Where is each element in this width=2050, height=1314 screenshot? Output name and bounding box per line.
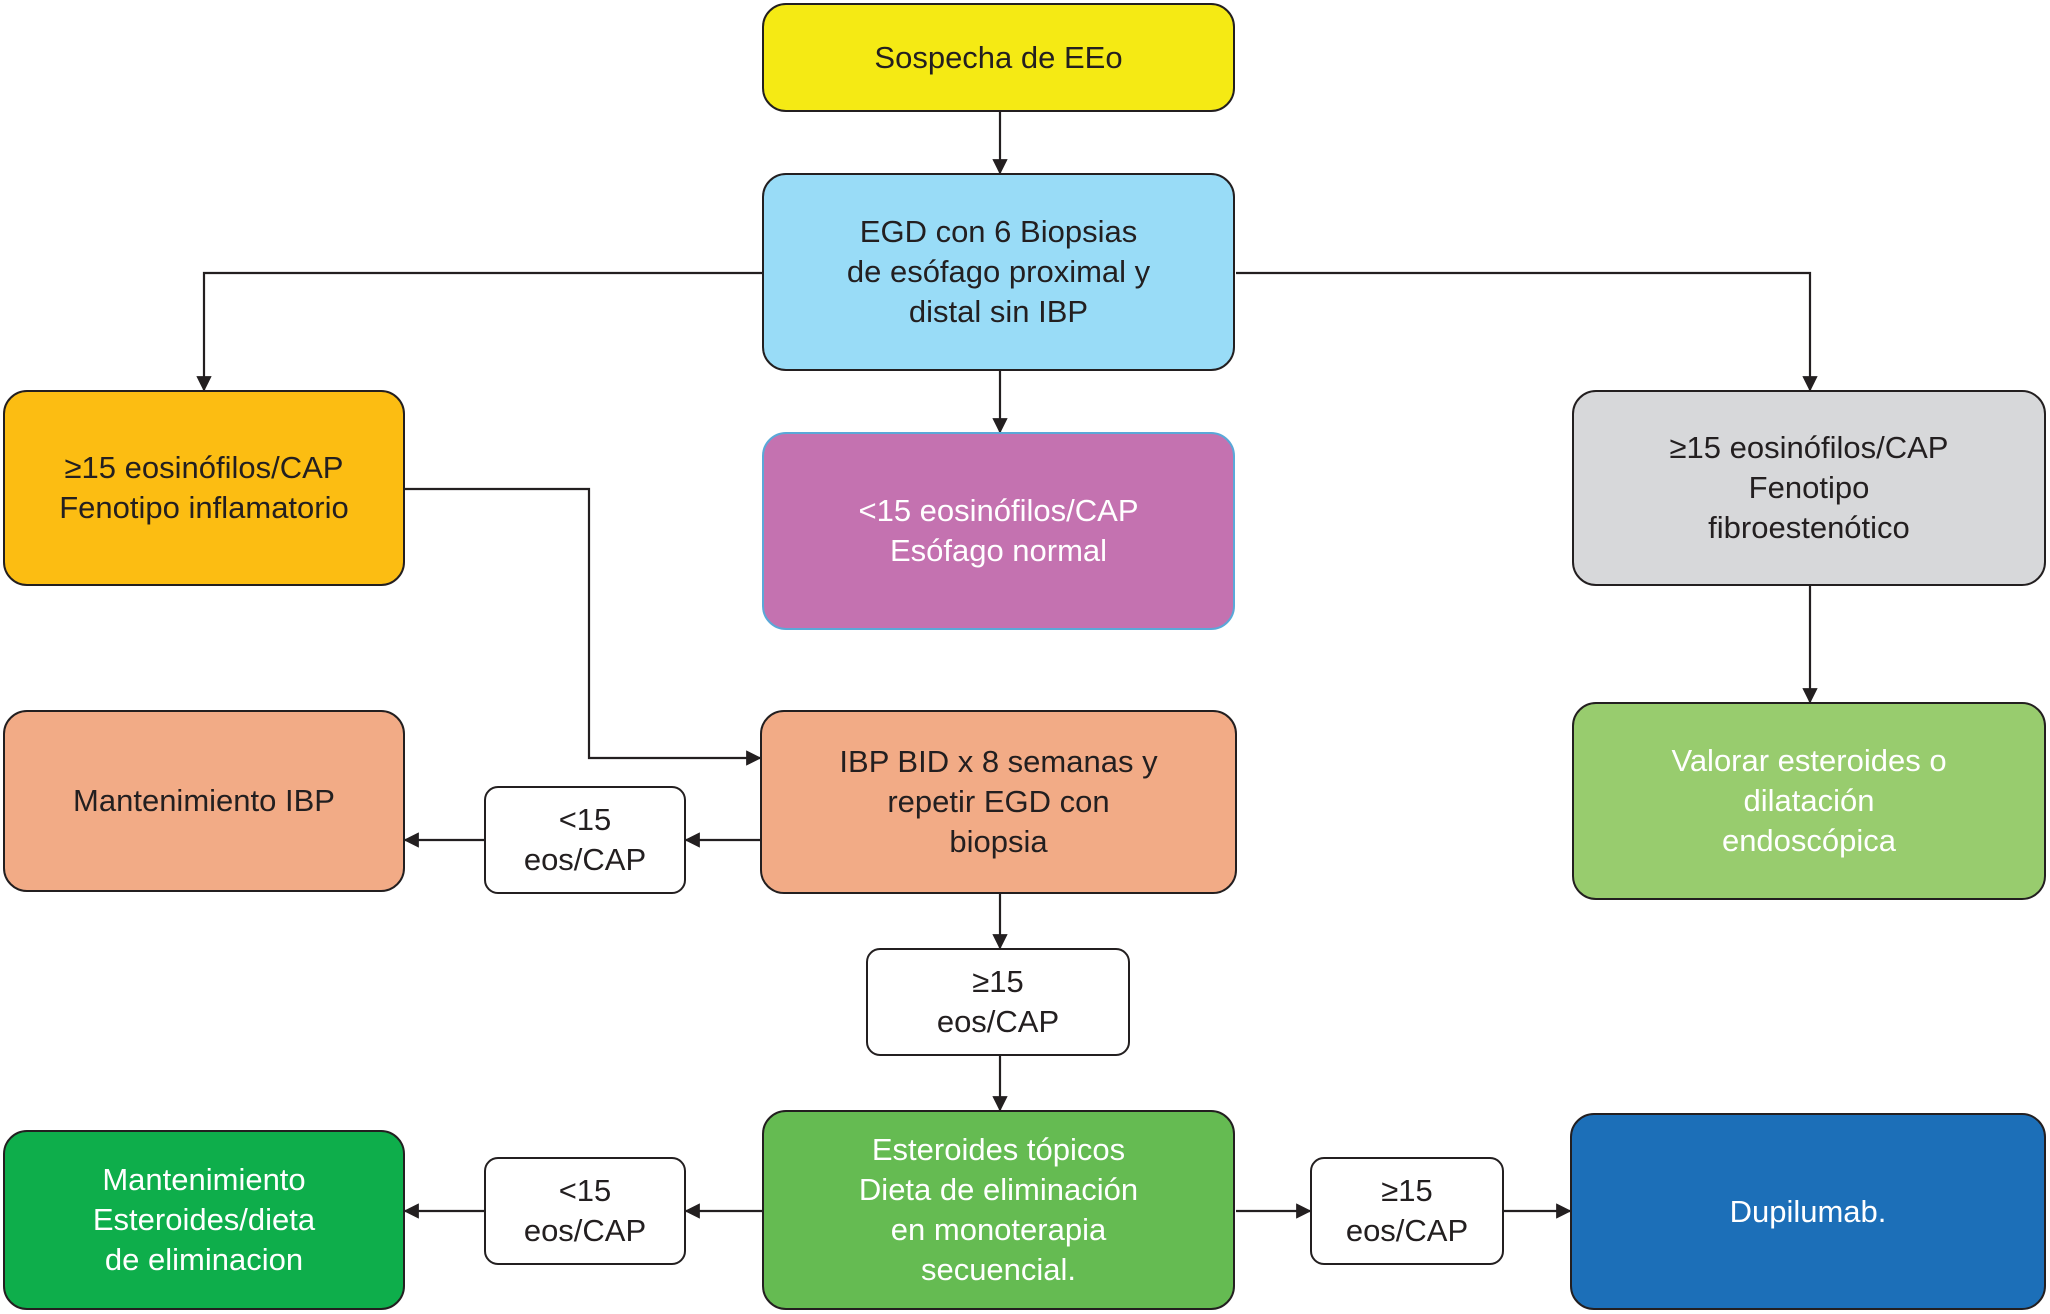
node-line: fibroestenótico [1708,510,1910,545]
node-sospecha-eeo: Sospecha de EEo [762,3,1235,112]
node-text: IBP BID x 8 semanas y repetir EGD con bi… [839,742,1157,862]
node-text: ≥15 eos/CAP [1346,1171,1468,1251]
node-text: <15 eos/CAP [524,800,646,880]
node-line: Esteroides tópicos [871,1132,1126,1167]
node-line: Esteroides/dieta [92,1202,316,1237]
node-text: EGD con 6 Biopsias de esófago proximal y… [847,212,1150,332]
edge-label-ge15-center: ≥15 eos/CAP [866,948,1130,1056]
node-line: ≥15 [1381,1173,1433,1208]
node-text: Sospecha de EEo [874,38,1122,78]
node-line: ≥15 [972,964,1024,999]
node-line: repetir EGD con [887,784,1110,819]
edge-label-lt15-upper: <15 eos/CAP [484,786,686,894]
node-text: ≥15 eos/CAP [937,962,1059,1042]
node-dupilumab: Dupilumab. [1570,1113,2046,1310]
node-line: Valorar esteroides o [1671,743,1947,778]
node-text: Mantenimiento Esteroides/dieta de elimin… [93,1160,315,1280]
node-text: ≥15 eosinófilos/CAP Fenotipo inflamatori… [59,448,349,528]
node-line: Esófago normal [889,533,1108,568]
node-line: eos/CAP [1345,1213,1469,1248]
node-line: de eliminacion [104,1242,304,1277]
node-line: de esófago proximal y [846,254,1151,289]
node-valorar-esteroides: Valorar esteroides o dilatación endoscóp… [1572,702,2046,900]
node-mantenimiento-ibp: Mantenimiento IBP [3,710,405,892]
node-line: eos/CAP [936,1004,1060,1039]
node-line: Dupilumab. [1729,1193,1887,1229]
node-line: secuencial. [920,1252,1077,1287]
node-esteroides-topicos: Esteroides tópicos Dieta de eliminación … [762,1110,1235,1310]
edge-label-ge15-lower: ≥15 eos/CAP [1310,1157,1504,1265]
node-line: dilatación [1743,783,1875,818]
node-esofago-normal: <15 eosinófilos/CAP Esófago normal [762,432,1235,630]
node-mantenimiento-esteroides: Mantenimiento Esteroides/dieta de elimin… [3,1130,405,1310]
node-line: en monoterapia [890,1212,1107,1247]
node-line: <15 [558,1173,612,1208]
node-fenotipo-inflamatorio: ≥15 eosinófilos/CAP Fenotipo inflamatori… [3,390,405,586]
arrow-egd-to-fibro [1236,271,1818,392]
node-line: EGD con 6 Biopsias [859,214,1138,249]
node-line: ≥15 eosinófilos/CAP [1669,430,1949,465]
edge-label-lt15-lower: <15 eos/CAP [484,1157,686,1265]
node-text: Valorar esteroides o dilatación endoscóp… [1671,741,1946,861]
node-line: Mantenimiento [102,1162,306,1197]
node-line: <15 eosinófilos/CAP [858,493,1139,528]
node-line: Dieta de eliminación [858,1172,1139,1207]
node-line: distal sin IBP [908,294,1089,329]
node-line: eos/CAP [523,842,647,877]
node-text: <15 eos/CAP [524,1171,646,1251]
node-text: Mantenimiento IBP [73,781,335,821]
node-line: ≥15 eosinófilos/CAP [64,450,344,485]
arrow-inflammatory-to-ibp-bid [403,487,762,766]
node-egd-biopsias: EGD con 6 Biopsias de esófago proximal y… [762,173,1235,371]
node-text: <15 eosinófilos/CAP Esófago normal [858,491,1138,571]
node-line: <15 [558,802,612,837]
node-fenotipo-fibroestenotico: ≥15 eosinófilos/CAP Fenotipo fibroestenó… [1572,390,2046,586]
node-line: Sospecha de EEo [874,39,1123,75]
node-line: Fenotipo inflamatorio [59,490,349,525]
node-ibp-bid: IBP BID x 8 semanas y repetir EGD con bi… [760,710,1237,894]
node-line: endoscópica [1721,823,1897,858]
node-text: ≥15 eosinófilos/CAP Fenotipo fibroestenó… [1670,428,1949,548]
node-line: Mantenimiento IBP [73,783,335,818]
node-text: Dupilumab. [1730,1192,1887,1232]
node-line: biopsia [949,824,1048,859]
arrow-egd-to-inflammatory [196,271,762,392]
node-line: Fenotipo [1748,470,1870,505]
node-line: IBP BID x 8 semanas y [839,744,1158,779]
node-line: eos/CAP [523,1213,647,1248]
node-text: Esteroides tópicos Dieta de eliminación … [859,1130,1138,1290]
